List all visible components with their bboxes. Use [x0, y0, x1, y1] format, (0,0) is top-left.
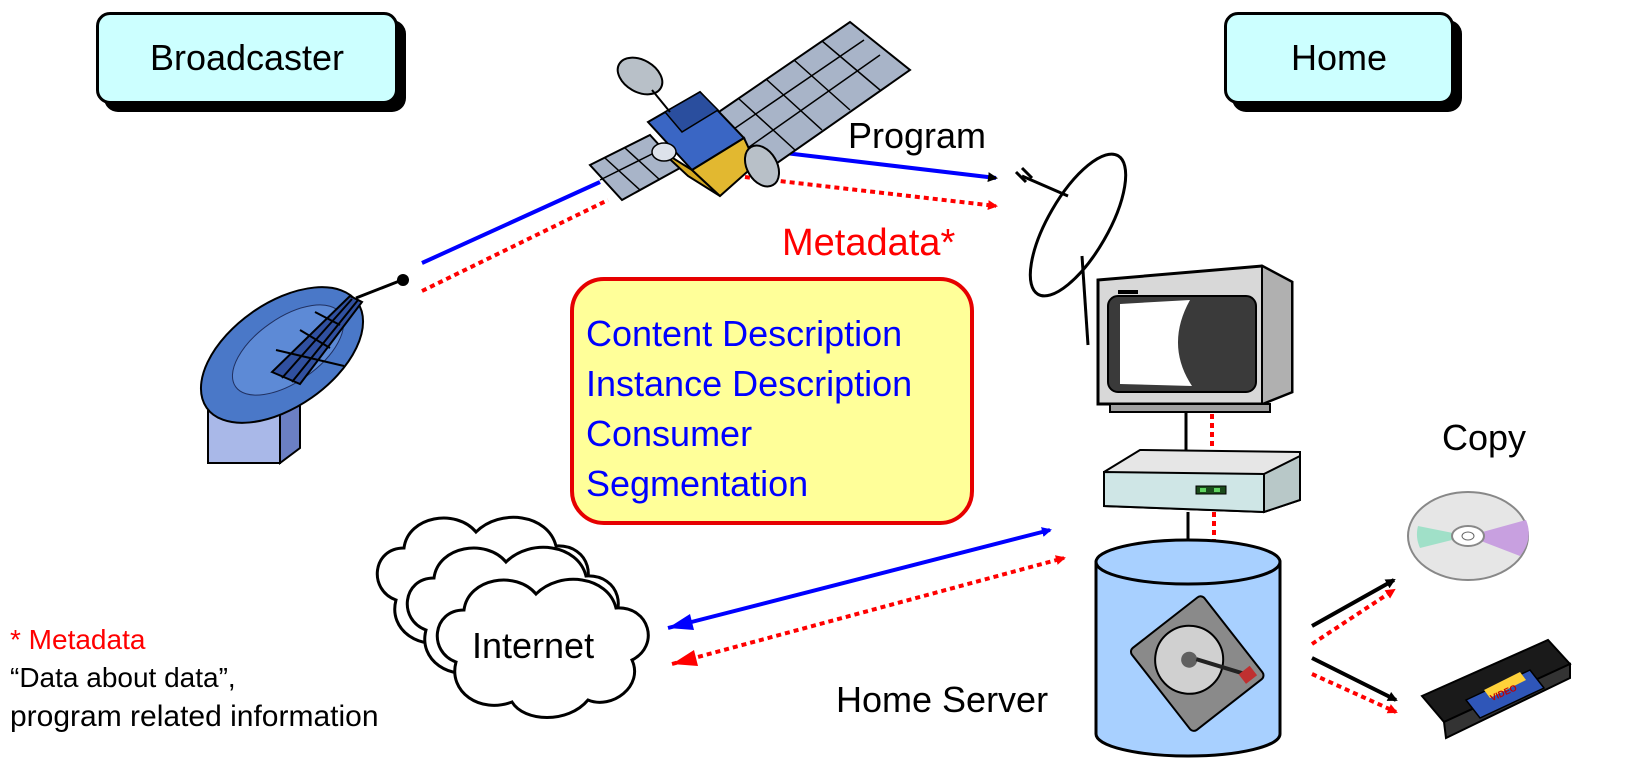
metadata-item-instance-description: Instance Description	[586, 363, 913, 404]
footnote-line1: “Data about data”,	[10, 662, 236, 693]
broadcaster-label: Broadcaster	[149, 37, 345, 78]
metadata-item-segmentation: Segmentation	[586, 463, 809, 504]
metadata-label: Metadata*	[782, 222, 956, 264]
server-to-cd-metadata-arrow	[1310, 588, 1396, 646]
vhs-cassette-icon: VIDEO	[1420, 638, 1572, 740]
television-icon	[1096, 264, 1294, 413]
downlink-metadata-arrow	[735, 174, 998, 211]
program-label: Program	[848, 115, 987, 156]
footnote-title: * Metadata	[10, 624, 146, 655]
home-label-box: Home	[1224, 12, 1454, 104]
internet-to-home-arrow	[667, 527, 1052, 630]
metadata-item-consumer: Consumer	[586, 413, 753, 454]
footnote-line2: program related information	[10, 700, 379, 733]
downlink-program-arrow	[759, 148, 998, 183]
uplink-metadata-line	[421, 198, 609, 293]
home-server-label: Home Server	[836, 679, 1049, 720]
server-to-vhs-metadata-arrow	[1311, 672, 1398, 714]
internet-arrowhead-blue	[668, 614, 694, 630]
home-server-icon	[1094, 538, 1282, 758]
metadata-item-content-description: Content Description	[586, 313, 903, 354]
server-to-cd-arrow	[1311, 578, 1396, 628]
set-top-box-icon	[1103, 448, 1301, 514]
broadcast-antenna-icon	[199, 274, 409, 465]
metadata-content-box: Content Description Instance Description…	[570, 277, 974, 525]
copy-label: Copy	[1442, 417, 1527, 458]
internet-arrowhead-red	[672, 650, 698, 666]
home-label: Home	[1290, 37, 1388, 78]
uplink-program-line	[421, 180, 601, 265]
satellite-icon	[588, 20, 912, 202]
home-satellite-dish-icon	[1014, 152, 1128, 346]
home-to-internet-metadata-arrow	[671, 555, 1066, 666]
broadcaster-label-box: Broadcaster	[96, 12, 398, 104]
server-to-vhs-arrow	[1311, 656, 1398, 702]
cd-disc-icon	[1407, 491, 1529, 581]
internet-label: Internet	[472, 625, 595, 666]
internet-cloud-icon	[375, 515, 650, 719]
